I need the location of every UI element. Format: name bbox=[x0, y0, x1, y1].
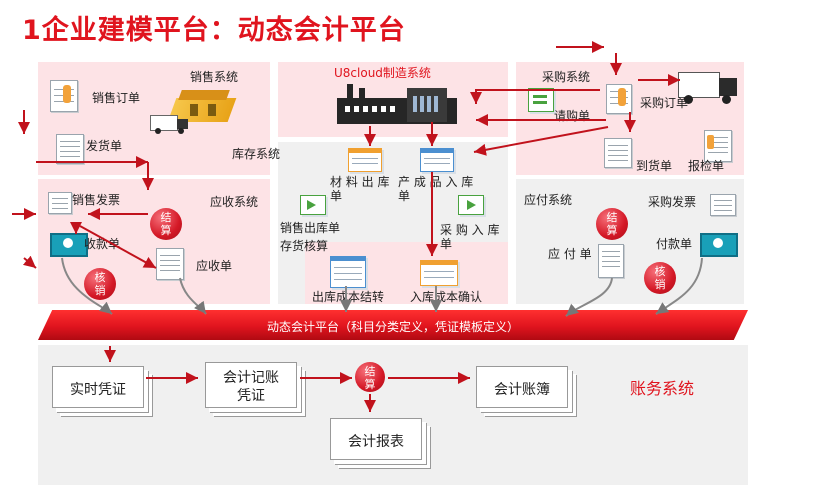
write-off-ap-char-2: 销 bbox=[654, 278, 666, 291]
sales-order-icon bbox=[50, 80, 78, 112]
write-off-ar-ball: 核 销 bbox=[84, 268, 116, 300]
receivable-note-icon bbox=[156, 248, 184, 280]
in-cost-confirm-label: 入库成本确认 bbox=[410, 290, 483, 304]
receivable-system-label: 应收系统 bbox=[210, 195, 259, 209]
write-off-ar-char-1: 核 bbox=[94, 271, 106, 284]
purchase-in-label: 采 购 入 库 单 bbox=[440, 223, 500, 251]
purchase-truck-icon bbox=[678, 68, 740, 104]
sales-out-label: 销售出库单 bbox=[280, 221, 341, 235]
factory-icon bbox=[337, 84, 462, 126]
payable-note-icon bbox=[598, 244, 624, 278]
accounting-report-label: 会计报表 bbox=[348, 434, 404, 450]
receipt-label: 收款单 bbox=[84, 237, 121, 251]
posting-voucher: 会计记账凭证 bbox=[205, 362, 297, 408]
write-off-ap-ball: 核 销 bbox=[644, 262, 676, 294]
receipt-icon bbox=[50, 233, 88, 257]
request-order-icon bbox=[528, 88, 554, 112]
settle-gl-char-2: 算 bbox=[364, 378, 376, 391]
purchase-invoice-label: 采购发票 bbox=[648, 195, 697, 209]
out-cost-form-icon bbox=[330, 256, 366, 288]
material-out-label: 材 料 出 库 单 bbox=[330, 175, 390, 203]
settle-gl-ball: 结 算 bbox=[355, 362, 385, 392]
arrival-note-icon bbox=[604, 138, 632, 168]
payment-icon bbox=[700, 233, 738, 257]
delivery-note-label: 发货单 bbox=[86, 139, 123, 153]
settle-ar-ball: 结 算 bbox=[150, 208, 182, 240]
payable-system-label: 应付系统 bbox=[524, 193, 573, 207]
write-off-ar-char-2: 销 bbox=[94, 284, 106, 297]
manufacturing-system-label: U8cloud制造系统 bbox=[334, 66, 431, 80]
sales-order-label: 销售订单 bbox=[92, 91, 141, 105]
accounting-system-label: 账务系统 bbox=[630, 379, 695, 398]
inspection-note-icon bbox=[704, 130, 732, 162]
delivery-note-icon bbox=[56, 134, 84, 164]
product-in-label: 产 成 品 入 库 单 bbox=[398, 175, 474, 203]
inventory-accounting-label: 存货核算 bbox=[280, 239, 329, 253]
purchase-invoice-icon bbox=[710, 194, 736, 216]
settle-gl-char-1: 结 bbox=[364, 365, 376, 378]
settle-ar-char-2: 算 bbox=[160, 224, 172, 237]
material-out-form-icon bbox=[348, 148, 382, 172]
realtime-voucher-label: 实时凭证 bbox=[70, 382, 126, 398]
receivable-note-label: 应收单 bbox=[196, 259, 233, 273]
sales-out-form-icon bbox=[300, 195, 326, 215]
accounting-panel bbox=[38, 345, 748, 485]
posting-voucher-label: 会计记账凭证 bbox=[223, 370, 279, 404]
realtime-voucher: 实时凭证 bbox=[52, 366, 144, 408]
dynamic-accounting-platform-band: 动态会计平台（科目分类定义，凭证模板定义） bbox=[38, 310, 748, 340]
payable-note-label: 应 付 单 bbox=[548, 247, 592, 261]
purchase-order-icon bbox=[606, 84, 632, 114]
platform-band-label: 动态会计平台（科目分类定义，凭证模板定义） bbox=[266, 320, 519, 334]
settle-ar-char-1: 结 bbox=[160, 211, 172, 224]
payment-label: 付款单 bbox=[656, 237, 693, 251]
sales-invoice-icon bbox=[48, 192, 72, 214]
page-title: 1企业建模平台：动态会计平台 bbox=[22, 15, 406, 46]
accounting-report: 会计报表 bbox=[330, 418, 422, 460]
account-book: 会计账簿 bbox=[476, 366, 568, 408]
out-cost-transfer-label: 出库成本结转 bbox=[312, 290, 385, 304]
arrival-note-label: 到货单 bbox=[636, 159, 673, 173]
sales-invoice-label: 销售发票 bbox=[72, 193, 121, 207]
sales-system-label: 销售系统 bbox=[190, 70, 239, 84]
settle-ap-char-2: 算 bbox=[606, 224, 618, 237]
purchase-in-form-icon bbox=[458, 195, 484, 215]
inventory-system-label: 库存系统 bbox=[232, 147, 281, 161]
purchase-system-label: 采购系统 bbox=[542, 70, 591, 84]
in-cost-form-icon bbox=[420, 260, 458, 286]
product-in-form-icon bbox=[420, 148, 454, 172]
write-off-ap-char-1: 核 bbox=[654, 265, 666, 278]
warehouse-icon bbox=[160, 90, 240, 130]
purchase-order-label: 采购订单 bbox=[640, 96, 689, 110]
delivery-truck-icon bbox=[150, 113, 190, 134]
settle-ap-char-1: 结 bbox=[606, 211, 618, 224]
settle-ap-ball: 结 算 bbox=[596, 208, 628, 240]
account-book-label: 会计账簿 bbox=[494, 382, 550, 398]
inspection-note-label: 报检单 bbox=[688, 159, 725, 173]
